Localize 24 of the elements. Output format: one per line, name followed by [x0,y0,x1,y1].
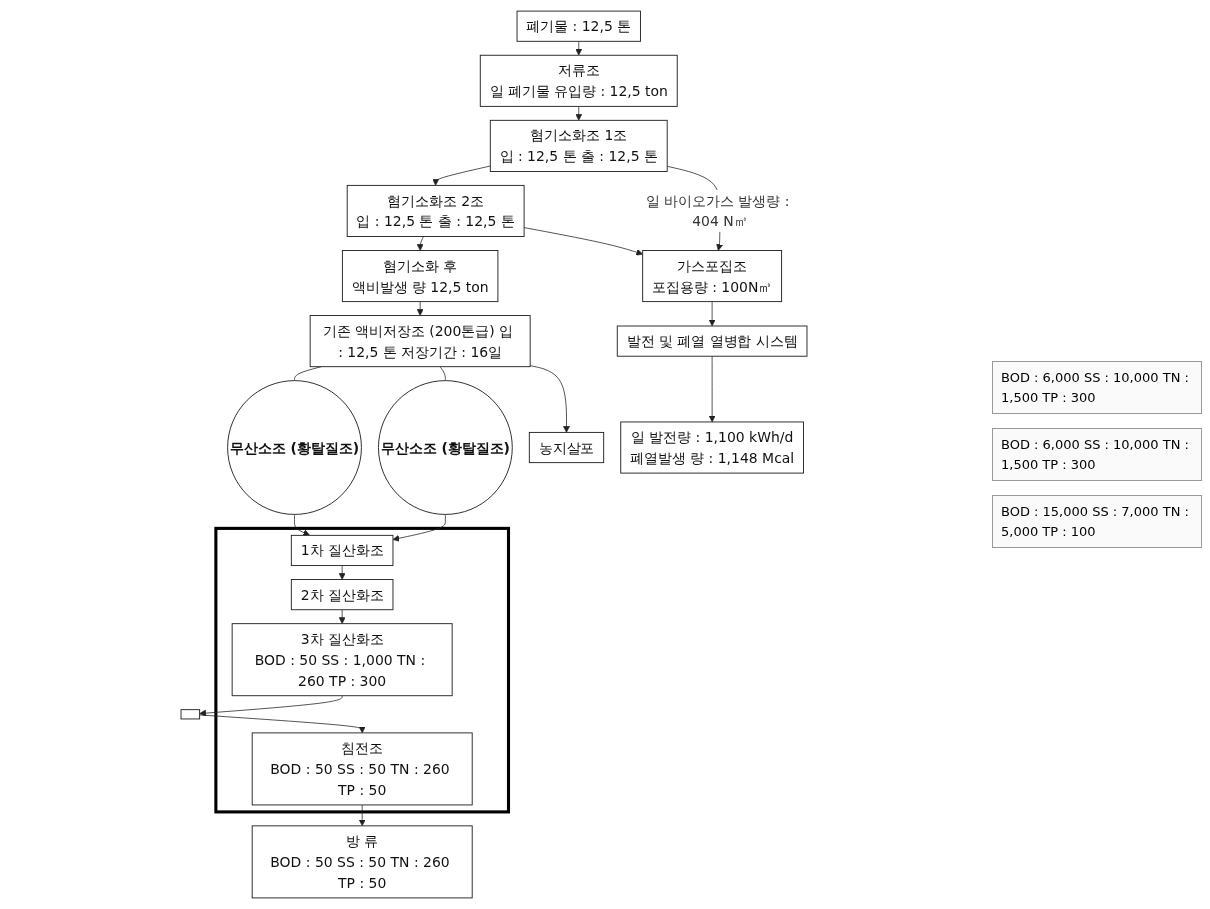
node-box: 침전조 BOD : 50 SS : 50 TN : 260 TP : 50 [251,732,473,806]
node-box: 가스포집조 포집용량 : 100N㎥ [642,250,783,303]
node-box: 기존 액비저장조 (200톤급) 입 : 12,5 톤 저장기간 : 16일 [309,315,531,368]
node-box: 발전 및 폐열 열병합 시스템 [616,325,808,357]
node-box: 혐기소화조 2조 입 : 12,5 톤 출 : 12,5 톤 [346,184,525,237]
water-quality-note: BOD : 15,000 SS : 7,000 TN : 5,000 TP : 100 [992,495,1202,548]
node-box: 저류조 일 폐기물 유입량 : 12,5 ton [479,54,678,107]
node-box: 3차 질산화조 BOD : 50 SS : 1,000 TN : 260 TP : 300 [231,623,453,697]
node-box [180,709,201,720]
node-box: 방 류 BOD : 50 SS : 50 TN : 260 TP : 50 [251,825,473,899]
node-box: 농지살포 [528,431,605,464]
node-circle: 무산소조 (황탈질조) [378,380,513,515]
node-circle: 무산소조 (황탈질조) [227,380,362,515]
water-quality-note: BOD : 6,000 SS : 10,000 TN : 1,500 TP : 300 [992,428,1202,481]
edge-label: 일 바이오가스 발생량 : 404 N㎥ [645,192,790,230]
node-box: 혐기소화 후 액비발생 량 12,5 ton [341,250,499,303]
node-box: 1차 질산화조 [290,534,394,567]
node-box: 일 발전량 : 1,100 kWh/d 폐열발생 량 : 1,148 Mcal [620,421,804,474]
node-box: 2차 질산화조 [290,579,394,611]
node-box: 혐기소화조 1조 입 : 12,5 톤 출 : 12,5 톤 [489,119,668,172]
water-quality-note: BOD : 6,000 SS : 10,000 TN : 1,500 TP : 300 [992,361,1202,414]
node-box: 폐기물 : 12,5 톤 [516,10,641,42]
connector [439,366,446,381]
cluster [214,526,511,814]
